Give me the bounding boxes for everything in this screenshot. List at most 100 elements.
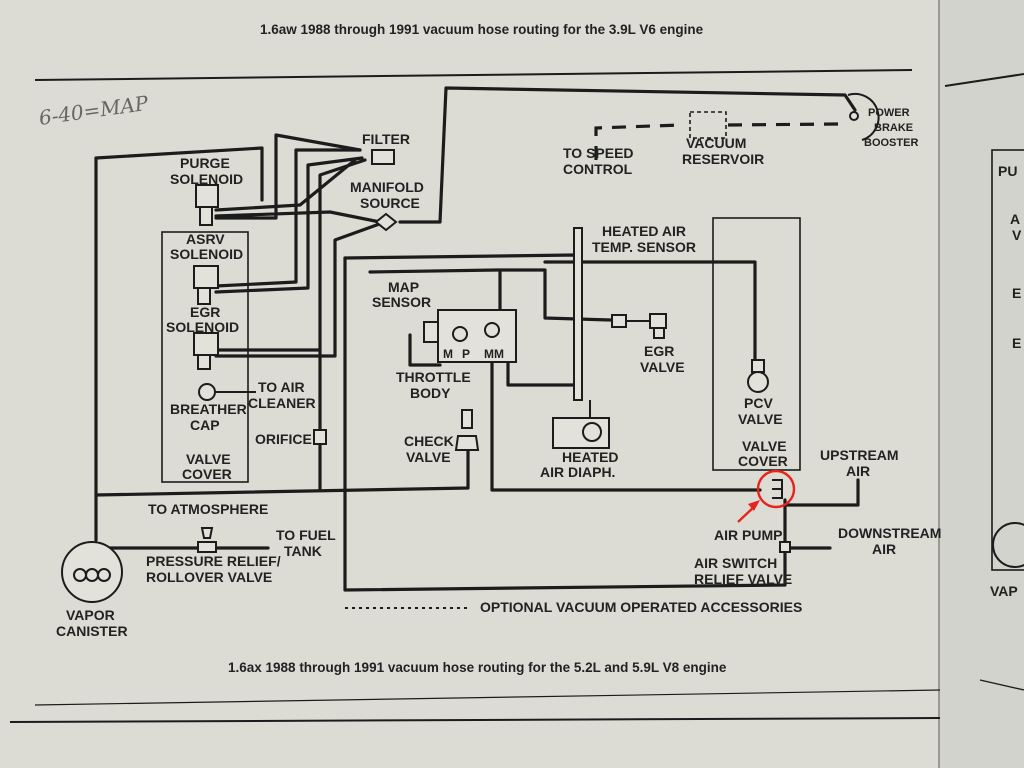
- label-brake: BRAKE: [874, 122, 913, 134]
- dashed-speed-control: [594, 122, 841, 160]
- label-breather-cap: CAP: [190, 417, 220, 433]
- label-air-pump: AIR PUMP: [714, 527, 782, 543]
- label-booster: BOOSTER: [864, 137, 918, 149]
- egr-solenoid-icon: [193, 332, 219, 370]
- label-asrv: ASRV: [186, 231, 225, 247]
- right-page-fragment: PU A V E E VAP: [979, 149, 1024, 691]
- check-valve-icon: [454, 409, 480, 451]
- label-valve-cover-right-1: VALVE: [742, 438, 787, 454]
- label-cleaner: CLEANER: [248, 395, 316, 411]
- hose-manifold-booster: [398, 86, 857, 224]
- label-downstream: DOWNSTREAM: [838, 525, 941, 541]
- label-valve-cover-right-2: COVER: [738, 453, 788, 469]
- fragment-a: A: [1010, 211, 1020, 227]
- label-canister: CANISTER: [56, 623, 128, 639]
- heated-air-sensor-icon: [573, 227, 583, 401]
- label-air-switch: AIR SWITCH: [694, 555, 777, 571]
- label-purge-solenoid: SOLENOID: [170, 171, 243, 187]
- label-heated-air: HEATED AIR: [602, 223, 686, 239]
- label-valve-cover-left-1: VALVE: [186, 451, 231, 467]
- hose-air-switch: [783, 478, 860, 550]
- hose-mm-port: [490, 358, 762, 492]
- filter-icon: [371, 149, 395, 165]
- label-manifold: MANIFOLD: [350, 179, 424, 195]
- pcv-valve-icon: [747, 359, 769, 393]
- label-air-diaph: AIR DIAPH.: [540, 464, 615, 480]
- label-throttle: THROTTLE: [396, 369, 471, 385]
- vapor-canister-icon: [61, 541, 123, 603]
- map-sensor-icon: [423, 309, 517, 363]
- label-pressure-relief: PRESSURE RELIEF/: [146, 553, 281, 569]
- label-control: CONTROL: [563, 161, 633, 177]
- figure-frame-bottom: [34, 689, 941, 706]
- label-upstream: UPSTREAM: [820, 447, 899, 463]
- label-source: SOURCE: [360, 195, 420, 211]
- right-page: [938, 0, 1024, 768]
- label-valve-cover-left-2: COVER: [182, 466, 232, 482]
- fragment-v: V: [1012, 227, 1022, 243]
- label-vapor: VAPOR: [66, 607, 115, 623]
- asrv-solenoid-icon: [193, 265, 219, 305]
- egr-valve-icon: [611, 313, 667, 339]
- label-check: CHECK: [404, 433, 454, 449]
- label-tank: TANK: [284, 543, 322, 559]
- bottom-rule: [9, 717, 941, 723]
- label-relief-valve: RELIEF VALVE: [694, 571, 792, 587]
- left-page: [0, 0, 945, 768]
- hose-purge-filter: [214, 133, 382, 224]
- top-rule: [34, 69, 913, 81]
- connector-icon: [772, 479, 783, 499]
- label-port-mm: MM: [484, 347, 504, 361]
- fragment-e2: E: [1012, 335, 1021, 351]
- label-egr-valve-2: VALVE: [640, 359, 685, 375]
- label-pcv-valve: VALVE: [738, 411, 783, 427]
- hose-canister-purge: [94, 146, 264, 542]
- label-vacuum: VACUUM: [686, 135, 746, 151]
- label-throttle-body: BODY: [410, 385, 451, 401]
- label-purge: PURGE: [180, 155, 230, 171]
- label-egr-solenoid: SOLENOID: [166, 319, 239, 335]
- right-valve-cover-box: [712, 217, 801, 471]
- label-check-valve: VALVE: [406, 449, 451, 465]
- air-switch-valve-icon: [779, 541, 791, 553]
- hose-check-valve: [94, 448, 470, 497]
- purge-solenoid-icon: [195, 184, 219, 226]
- breather-cap-icon: [198, 383, 256, 401]
- label-egr-valve-1: EGR: [644, 343, 674, 359]
- label-temp-sensor: TEMP. SENSOR: [592, 239, 696, 255]
- vacuum-reservoir-icon: [689, 111, 727, 139]
- label-orifice: ORIFICE: [255, 431, 312, 447]
- label-map-sensor: SENSOR: [372, 294, 431, 310]
- heated-air-diaphragm-icon: [552, 417, 610, 449]
- manifold-source-icon: [374, 212, 398, 232]
- booster-port-icon: [849, 111, 859, 121]
- handwritten-note: 6-40=MAP: [37, 91, 150, 130]
- label-pcv: PCV: [744, 395, 773, 411]
- fragment-vap: VAP: [990, 583, 1018, 599]
- red-circle-annotation: [756, 469, 796, 509]
- label-port-p: P: [462, 347, 470, 361]
- pressure-relief-valve-icon: [197, 527, 217, 553]
- bottom-caption: 1.6ax 1988 through 1991 vacuum hose rout…: [228, 660, 727, 675]
- label-rollover-valve: ROLLOVER VALVE: [146, 569, 272, 585]
- label-to-speed: TO SPEED: [563, 145, 634, 161]
- label-reservoir: RESERVOIR: [682, 151, 764, 167]
- label-heated: HEATED: [562, 449, 619, 465]
- label-port-m: M: [443, 347, 453, 361]
- hose-asrv: [214, 148, 364, 294]
- fragment-pu: PU: [998, 163, 1017, 179]
- label-egr: EGR: [190, 304, 220, 320]
- top-caption: 1.6aw 1988 through 1991 vacuum hose rout…: [260, 22, 704, 37]
- label-filter: FILTER: [362, 131, 410, 147]
- label-breather: BREATHER: [170, 401, 247, 417]
- red-arrow-annotation: [737, 500, 760, 523]
- label-to-atmosphere: TO ATMOSPHERE: [148, 501, 268, 517]
- hose-map-egr-pcv: [368, 260, 757, 364]
- brake-booster-icon: [847, 92, 880, 141]
- label-to-air: TO AIR: [258, 379, 305, 395]
- label-map: MAP: [388, 279, 419, 295]
- hose-egr-solenoid: [214, 158, 387, 358]
- orifice-icon: [313, 429, 327, 445]
